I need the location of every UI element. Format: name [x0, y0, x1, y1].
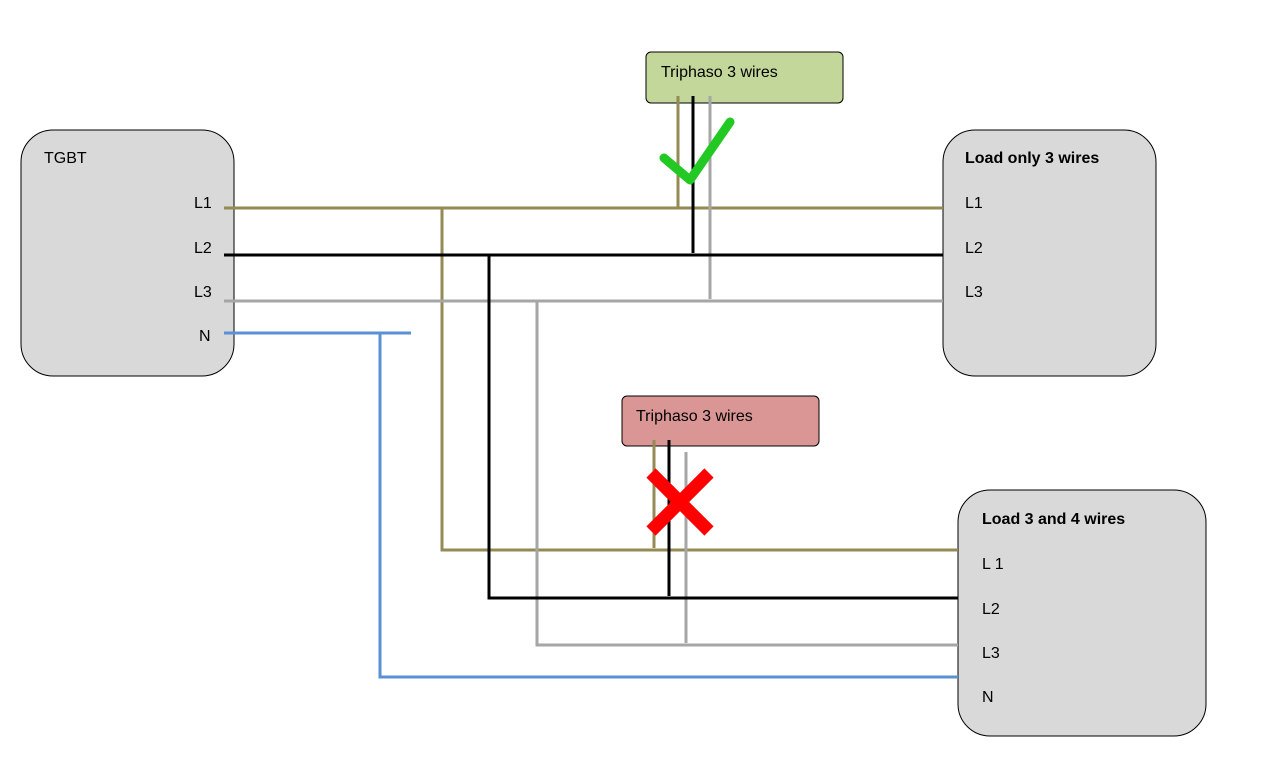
load-3-box	[942, 129, 1157, 377]
cross-icon	[646, 468, 714, 536]
meter-ok-box	[645, 51, 844, 104]
l1-wires	[224, 96, 958, 552]
load-3-terminal-l3: L3	[965, 284, 983, 301]
meter-bad-label: Triphaso 3 wires	[636, 408, 753, 425]
tgbt-title: TGBT	[44, 150, 87, 167]
load-34-terminal-l1: L 1	[982, 556, 1004, 573]
meter-bad-box	[621, 395, 820, 447]
load-34-terminal-l2: L2	[982, 601, 1000, 618]
tgbt-terminal-n: N	[199, 328, 211, 345]
tgbt-terminal-l3: L3	[194, 284, 212, 301]
load-34-title: Load 3 and 4 wires	[982, 511, 1125, 528]
meter-ok-label: Triphaso 3 wires	[661, 64, 778, 81]
tgbt-terminal-l1: L1	[194, 195, 212, 212]
check-icon	[659, 117, 735, 185]
load-3-terminal-l2: L2	[965, 240, 983, 257]
load-34-terminal-n: N	[982, 689, 994, 706]
tgbt-terminal-l2: L2	[194, 240, 212, 257]
l3-wires	[224, 96, 958, 647]
tgbt-box	[20, 129, 235, 377]
load-3-terminal-l1: L1	[965, 195, 983, 212]
load-3-title: Load only 3 wires	[965, 150, 1099, 167]
l2-wires	[224, 96, 958, 600]
n-wire	[224, 331, 958, 679]
load-34-terminal-l3: L3	[982, 645, 1000, 662]
load-34-box	[957, 489, 1207, 737]
